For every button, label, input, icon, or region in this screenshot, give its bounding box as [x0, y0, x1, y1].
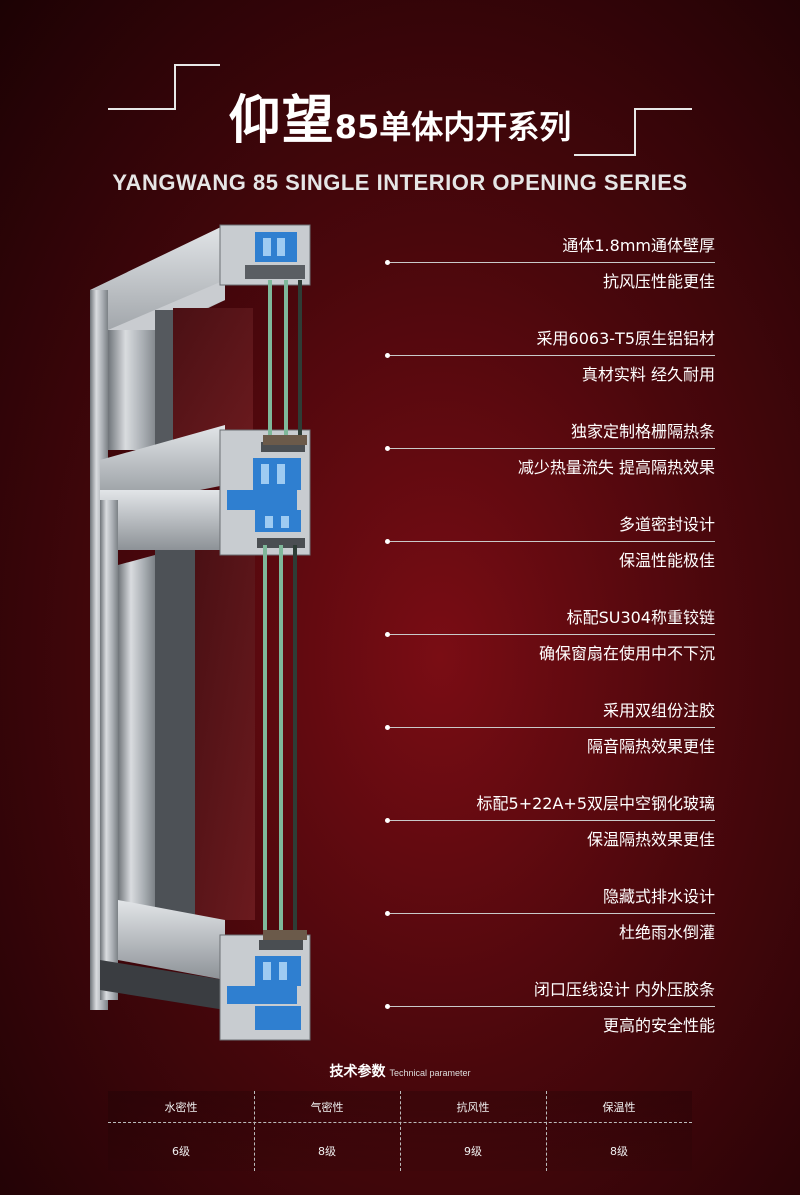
param-column: 水密性 6级 [108, 1091, 254, 1171]
title-series: 85单体内开系列 [334, 108, 572, 146]
feature-desc: 真材实料 经久耐用 [581, 365, 715, 384]
table-divider [546, 1091, 547, 1171]
feature-title: 隐藏式排水设计 [602, 887, 715, 906]
title-bracket-right [634, 108, 636, 156]
title-bracket-right [574, 154, 636, 156]
callout-dot [385, 725, 390, 730]
param-column: 保温性 8级 [546, 1091, 692, 1171]
feature-title: 标配5+22A+5双层中空钢化玻璃 [476, 794, 715, 813]
feature-desc: 减少热量流失 提高隔热效果 [517, 458, 715, 477]
callout-dot [385, 911, 390, 916]
callout-line [390, 541, 715, 542]
param-header: 水密性 [164, 1101, 198, 1114]
feature-title: 通体1.8mm通体壁厚 [562, 236, 715, 255]
callout-line [390, 262, 715, 263]
callout-line [390, 448, 715, 449]
thermal-break-strip [255, 232, 297, 262]
param-value: 8级 [610, 1145, 628, 1158]
transom-bar [100, 425, 225, 510]
page-subtitle-english: YANGWANG 85 SINGLE INTERIOR OPENING SERI… [112, 170, 688, 195]
callout-line [390, 1006, 715, 1007]
feature-desc: 更高的安全性能 [602, 1016, 715, 1035]
params-title-en: Technical parameter [389, 1068, 471, 1078]
params-table: 水密性 6级 气密性 8级 抗风性 9级 保温性 8级 [108, 1091, 692, 1171]
feature-title: 标配SU304称重铰链 [566, 608, 715, 627]
table-divider [400, 1091, 401, 1171]
param-value: 6级 [172, 1145, 190, 1158]
middle-profile-section [219, 429, 311, 556]
table-divider [254, 1091, 255, 1171]
param-header: 保温性 [602, 1101, 636, 1114]
callout-dot [385, 818, 390, 823]
feature-desc: 确保窗扇在使用中不下沉 [538, 644, 715, 663]
callout-line [390, 634, 715, 635]
param-header: 气密性 [310, 1101, 344, 1114]
callout-dot [385, 632, 390, 637]
lower-glass-pane [195, 550, 255, 920]
title-brand: 仰望 [228, 91, 335, 151]
double-glazing-lines [263, 280, 307, 940]
param-column: 气密性 8级 [254, 1091, 400, 1171]
upper-glass-pane [173, 308, 253, 448]
feature-title: 采用双组份注胶 [602, 701, 715, 720]
callout-line [390, 913, 715, 914]
callout-dot [385, 1004, 390, 1009]
feature-title: 多道密封设计 [618, 515, 715, 534]
params-title-cn: 技术参数 [329, 1064, 386, 1080]
feature-title: 闭口压线设计 内外压胶条 [533, 980, 715, 999]
param-value: 8级 [318, 1145, 336, 1158]
page-title: 仰望85单体内开系列 [0, 78, 800, 153]
top-profile-section [219, 224, 311, 286]
feature-desc: 杜绝雨水倒灌 [618, 923, 715, 942]
feature-desc: 隔音隔热效果更佳 [586, 737, 715, 756]
param-header: 抗风性 [456, 1101, 490, 1114]
callout-dot [385, 260, 390, 265]
title-bracket-left [174, 64, 176, 110]
callout-line [390, 355, 715, 356]
callout-dot [385, 539, 390, 544]
feature-title: 独家定制格栅隔热条 [570, 422, 715, 441]
title-bracket-left [108, 108, 176, 110]
title-bracket-right [634, 108, 692, 110]
feature-desc: 保温隔热效果更佳 [586, 830, 715, 849]
feature-title: 采用6063-T5原生铝铝材 [536, 329, 715, 348]
feature-desc: 保温性能极佳 [618, 551, 715, 570]
frame-bottom-face [118, 900, 225, 980]
callout-line [390, 727, 715, 728]
feature-desc: 抗风压性能更佳 [602, 272, 715, 291]
callout-dot [385, 353, 390, 358]
callout-line [390, 820, 715, 821]
title-bracket-left [174, 64, 220, 66]
window-profile-illustration [90, 224, 311, 1041]
bottom-profile-section [219, 934, 311, 1041]
param-column: 抗风性 9级 [400, 1091, 546, 1171]
callout-dot [385, 446, 390, 451]
param-value: 9级 [464, 1145, 482, 1158]
